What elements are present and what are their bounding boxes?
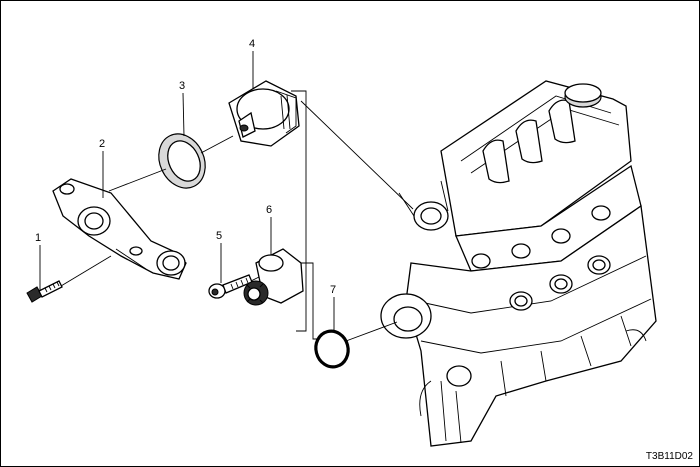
part-3-gasket — [158, 133, 206, 189]
callout-5: 5 — [216, 230, 223, 242]
callout-7: 7 — [330, 284, 337, 296]
callout-6: 6 — [266, 204, 273, 216]
callout-2: 2 — [99, 138, 106, 150]
callout-3: 3 — [179, 80, 186, 92]
assembly-lines — [60, 90, 414, 342]
part-7-o-ring — [314, 329, 350, 369]
callout-1: 1 — [35, 232, 42, 244]
part-5-bolt — [208, 274, 253, 299]
part-2-thermostat-housing — [52, 178, 187, 280]
part-4-thermostat — [228, 80, 300, 147]
figure-reference-code: T3B11D02 — [645, 451, 693, 462]
engine-block — [380, 80, 657, 447]
leader-lines — [39, 51, 335, 331]
callout-4: 4 — [249, 38, 256, 50]
part-6-water-pump — [243, 248, 304, 306]
part-1-bolt — [26, 280, 63, 303]
